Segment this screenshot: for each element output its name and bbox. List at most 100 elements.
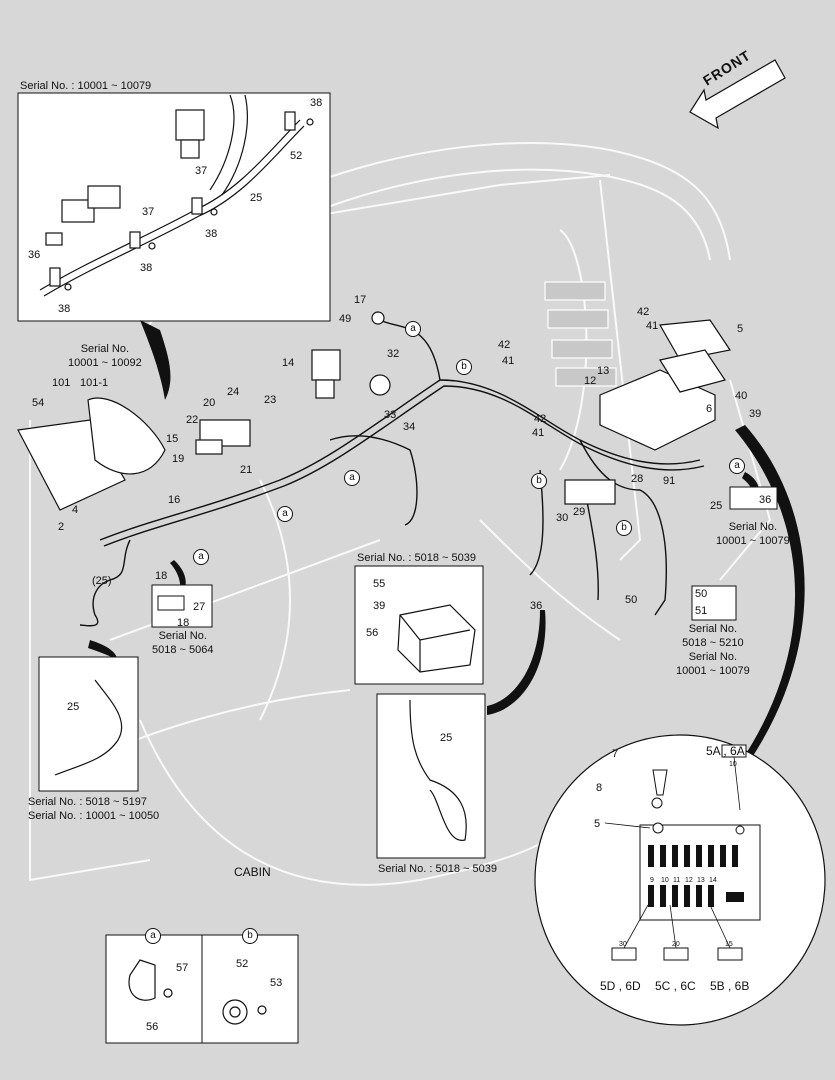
callout: 25 xyxy=(710,500,723,512)
callout: 38 xyxy=(205,228,218,240)
inset-bolt-50-51 xyxy=(691,585,737,621)
fuse-row-number: 9 xyxy=(650,877,654,884)
ref-circle-a: a xyxy=(193,549,209,565)
cabin-label: CABIN xyxy=(234,865,271,879)
callout: 4 xyxy=(72,504,79,516)
controller-unit xyxy=(544,281,731,505)
serial-center-harness: Serial No. : 5018 ~ 5039 xyxy=(378,863,497,875)
callout: 37 xyxy=(195,165,208,177)
callout: 14 xyxy=(282,357,295,369)
fuse-row-number: 12 xyxy=(685,877,693,884)
ref-circle-b: b xyxy=(456,359,472,375)
callout: 21 xyxy=(240,464,253,476)
callout: 30 xyxy=(556,512,569,524)
callout: 42 xyxy=(534,413,547,425)
inset-center-harness xyxy=(376,693,486,859)
callout: 38 xyxy=(310,97,323,109)
callout: 2 xyxy=(58,521,65,533)
callout: 37 xyxy=(142,206,155,218)
serial-clip-36: Serial No.10001 ~ 10079 xyxy=(716,521,790,547)
callout: 38 xyxy=(140,262,153,274)
switch-block xyxy=(17,311,391,511)
callout: 55 xyxy=(373,578,386,590)
callout: 52 xyxy=(236,958,249,970)
callout: 20 xyxy=(203,397,216,409)
callout: 32 xyxy=(387,348,400,360)
ref-circle-b: b xyxy=(616,520,632,536)
callout: 50 xyxy=(625,594,638,606)
callout: 33 xyxy=(384,409,397,421)
callout: 91 xyxy=(663,475,676,487)
callout: 53 xyxy=(270,977,283,989)
inset-top-art xyxy=(39,94,314,297)
callout: 39 xyxy=(373,600,386,612)
main-harness xyxy=(79,319,705,627)
serial-switch-block: Serial No.10001 ~ 10092 xyxy=(68,343,142,369)
callout: 41 xyxy=(646,320,659,332)
fuse-row-number: 11 xyxy=(673,877,681,884)
callout: 22 xyxy=(186,414,199,426)
pointer-wedge-3 xyxy=(487,610,546,715)
ref-circle-b: b xyxy=(531,473,547,489)
callout: 24 xyxy=(227,386,240,398)
callout: 25 xyxy=(67,701,80,713)
callout: 38 xyxy=(58,303,71,315)
callout: 101 xyxy=(52,377,71,389)
callout: 36 xyxy=(28,249,41,261)
callout: 54 xyxy=(32,397,45,409)
inset-left-harness xyxy=(38,656,139,792)
callout: 56 xyxy=(146,1021,159,1033)
callout: 5 xyxy=(594,818,601,830)
pointer-wedge-2 xyxy=(735,425,805,772)
callout: 25 xyxy=(250,192,263,204)
inset-clip-36 xyxy=(729,486,778,510)
fuse-row-number: 10 xyxy=(661,877,669,884)
serial-bolt-50-51: Serial No.5018 ~ 5210 Serial No.10001 ~ … xyxy=(676,623,750,677)
callout: 40 xyxy=(735,390,748,402)
fuse-amp-top: 10 xyxy=(729,761,737,768)
callout: 16 xyxy=(168,494,181,506)
front-arrow xyxy=(689,59,786,130)
serial-top-inset: Serial No. : 10001 ~ 10079 xyxy=(20,80,152,92)
callout: 17 xyxy=(354,294,367,306)
serial-converter: Serial No. : 5018 ~ 5039 xyxy=(357,552,476,564)
fuse-amp-b: 20 xyxy=(672,941,680,948)
callout: 39 xyxy=(749,408,762,420)
callout: 15 xyxy=(166,433,179,445)
callout: 18 xyxy=(155,570,168,582)
callout: 42 xyxy=(498,339,511,351)
ref-circle-a: a xyxy=(277,506,293,522)
callout: 36 xyxy=(530,600,543,612)
fuse-slots xyxy=(648,845,744,907)
serial-relay-inset: Serial No.5018 ~ 5064 xyxy=(152,630,214,656)
converter-box xyxy=(397,604,476,673)
callout: 25 xyxy=(440,732,453,744)
fuse-label-5a6a: 5A , 6A xyxy=(706,744,745,758)
callout: 18 xyxy=(177,617,190,629)
callout: 12 xyxy=(584,375,597,387)
callout: 42 xyxy=(637,306,650,318)
callout: 52 xyxy=(290,150,303,162)
pointer-wedge-1 xyxy=(140,320,171,400)
callout: 36 xyxy=(759,494,772,506)
callout: 50 xyxy=(695,588,708,600)
callout: 27 xyxy=(193,601,206,613)
fuse-amp-c: 15 xyxy=(725,941,733,948)
fuse-amp-a: 30 xyxy=(619,941,627,948)
pointer-wedge-5 xyxy=(88,640,118,660)
callout: 13 xyxy=(597,365,610,377)
callout: 57 xyxy=(176,962,189,974)
callout: 5 xyxy=(737,323,744,335)
fuse-label-5b6b: 5B , 6B xyxy=(710,979,750,993)
callout: 28 xyxy=(631,473,644,485)
callout: (25) xyxy=(92,575,112,587)
detail-circle-b: b xyxy=(242,928,258,944)
ref-circle-a: a xyxy=(405,321,421,337)
callout: 41 xyxy=(502,355,515,367)
fuse-label-5d6d: 5D , 6D xyxy=(600,979,641,993)
fuse-row-number: 14 xyxy=(709,877,717,884)
fuse-label-5c6c: 5C , 6C xyxy=(655,979,696,993)
callout: 49 xyxy=(339,313,352,325)
callout: 34 xyxy=(403,421,416,433)
